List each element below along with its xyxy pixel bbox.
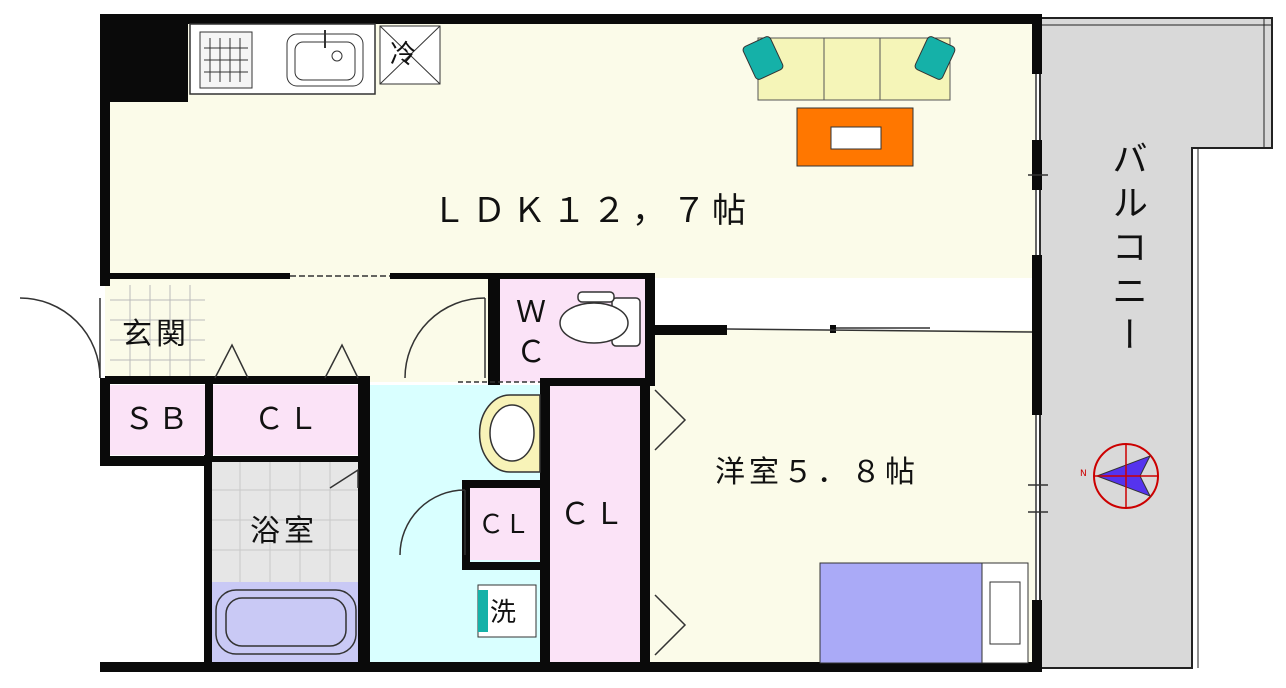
- coffee-table: [796, 107, 914, 167]
- cl-bed-label: ＣＬ: [560, 497, 628, 532]
- fridge-label: 冷: [390, 40, 417, 70]
- sliding-doors: [290, 74, 1048, 600]
- bath-tile-grid: [210, 462, 365, 582]
- compass-icon: [1093, 443, 1159, 509]
- washer-label: 洗: [490, 598, 517, 628]
- balcony-label: バルコニー: [1106, 140, 1147, 360]
- entrance-label: 玄関: [122, 317, 190, 352]
- compass-n-label: N: [1080, 469, 1087, 479]
- cl-hall-label: ＣＬ: [254, 402, 322, 437]
- wash-basin: [478, 394, 541, 473]
- wc-label-c: Ｃ: [516, 335, 550, 370]
- sofa: [742, 36, 956, 101]
- door-swings: [19, 297, 687, 656]
- western-room-label: 洋室５．８帖: [715, 455, 919, 490]
- cl-hall-floor: [212, 385, 360, 455]
- walls: [100, 14, 1042, 672]
- ldk-label: ＬＤＫ１２，７帖: [432, 191, 752, 231]
- bathtub: [215, 589, 357, 655]
- fridge: [379, 25, 441, 85]
- washer: [477, 584, 537, 638]
- wc-label-w: Ｗ: [516, 295, 550, 330]
- balcony: [1039, 17, 1273, 669]
- bath-label: 浴室: [250, 514, 318, 549]
- bed: [819, 562, 1029, 664]
- kitchen-counter: [189, 23, 376, 95]
- cl-small-floor: [468, 488, 540, 560]
- entrance-tiles: [110, 285, 205, 380]
- sb-floor: [110, 385, 206, 455]
- cl-small-label: ＣＬ: [478, 510, 531, 540]
- toilet: [559, 291, 641, 347]
- cl-bed-floor: [545, 385, 645, 663]
- sb-label: ＳＢ: [124, 402, 192, 437]
